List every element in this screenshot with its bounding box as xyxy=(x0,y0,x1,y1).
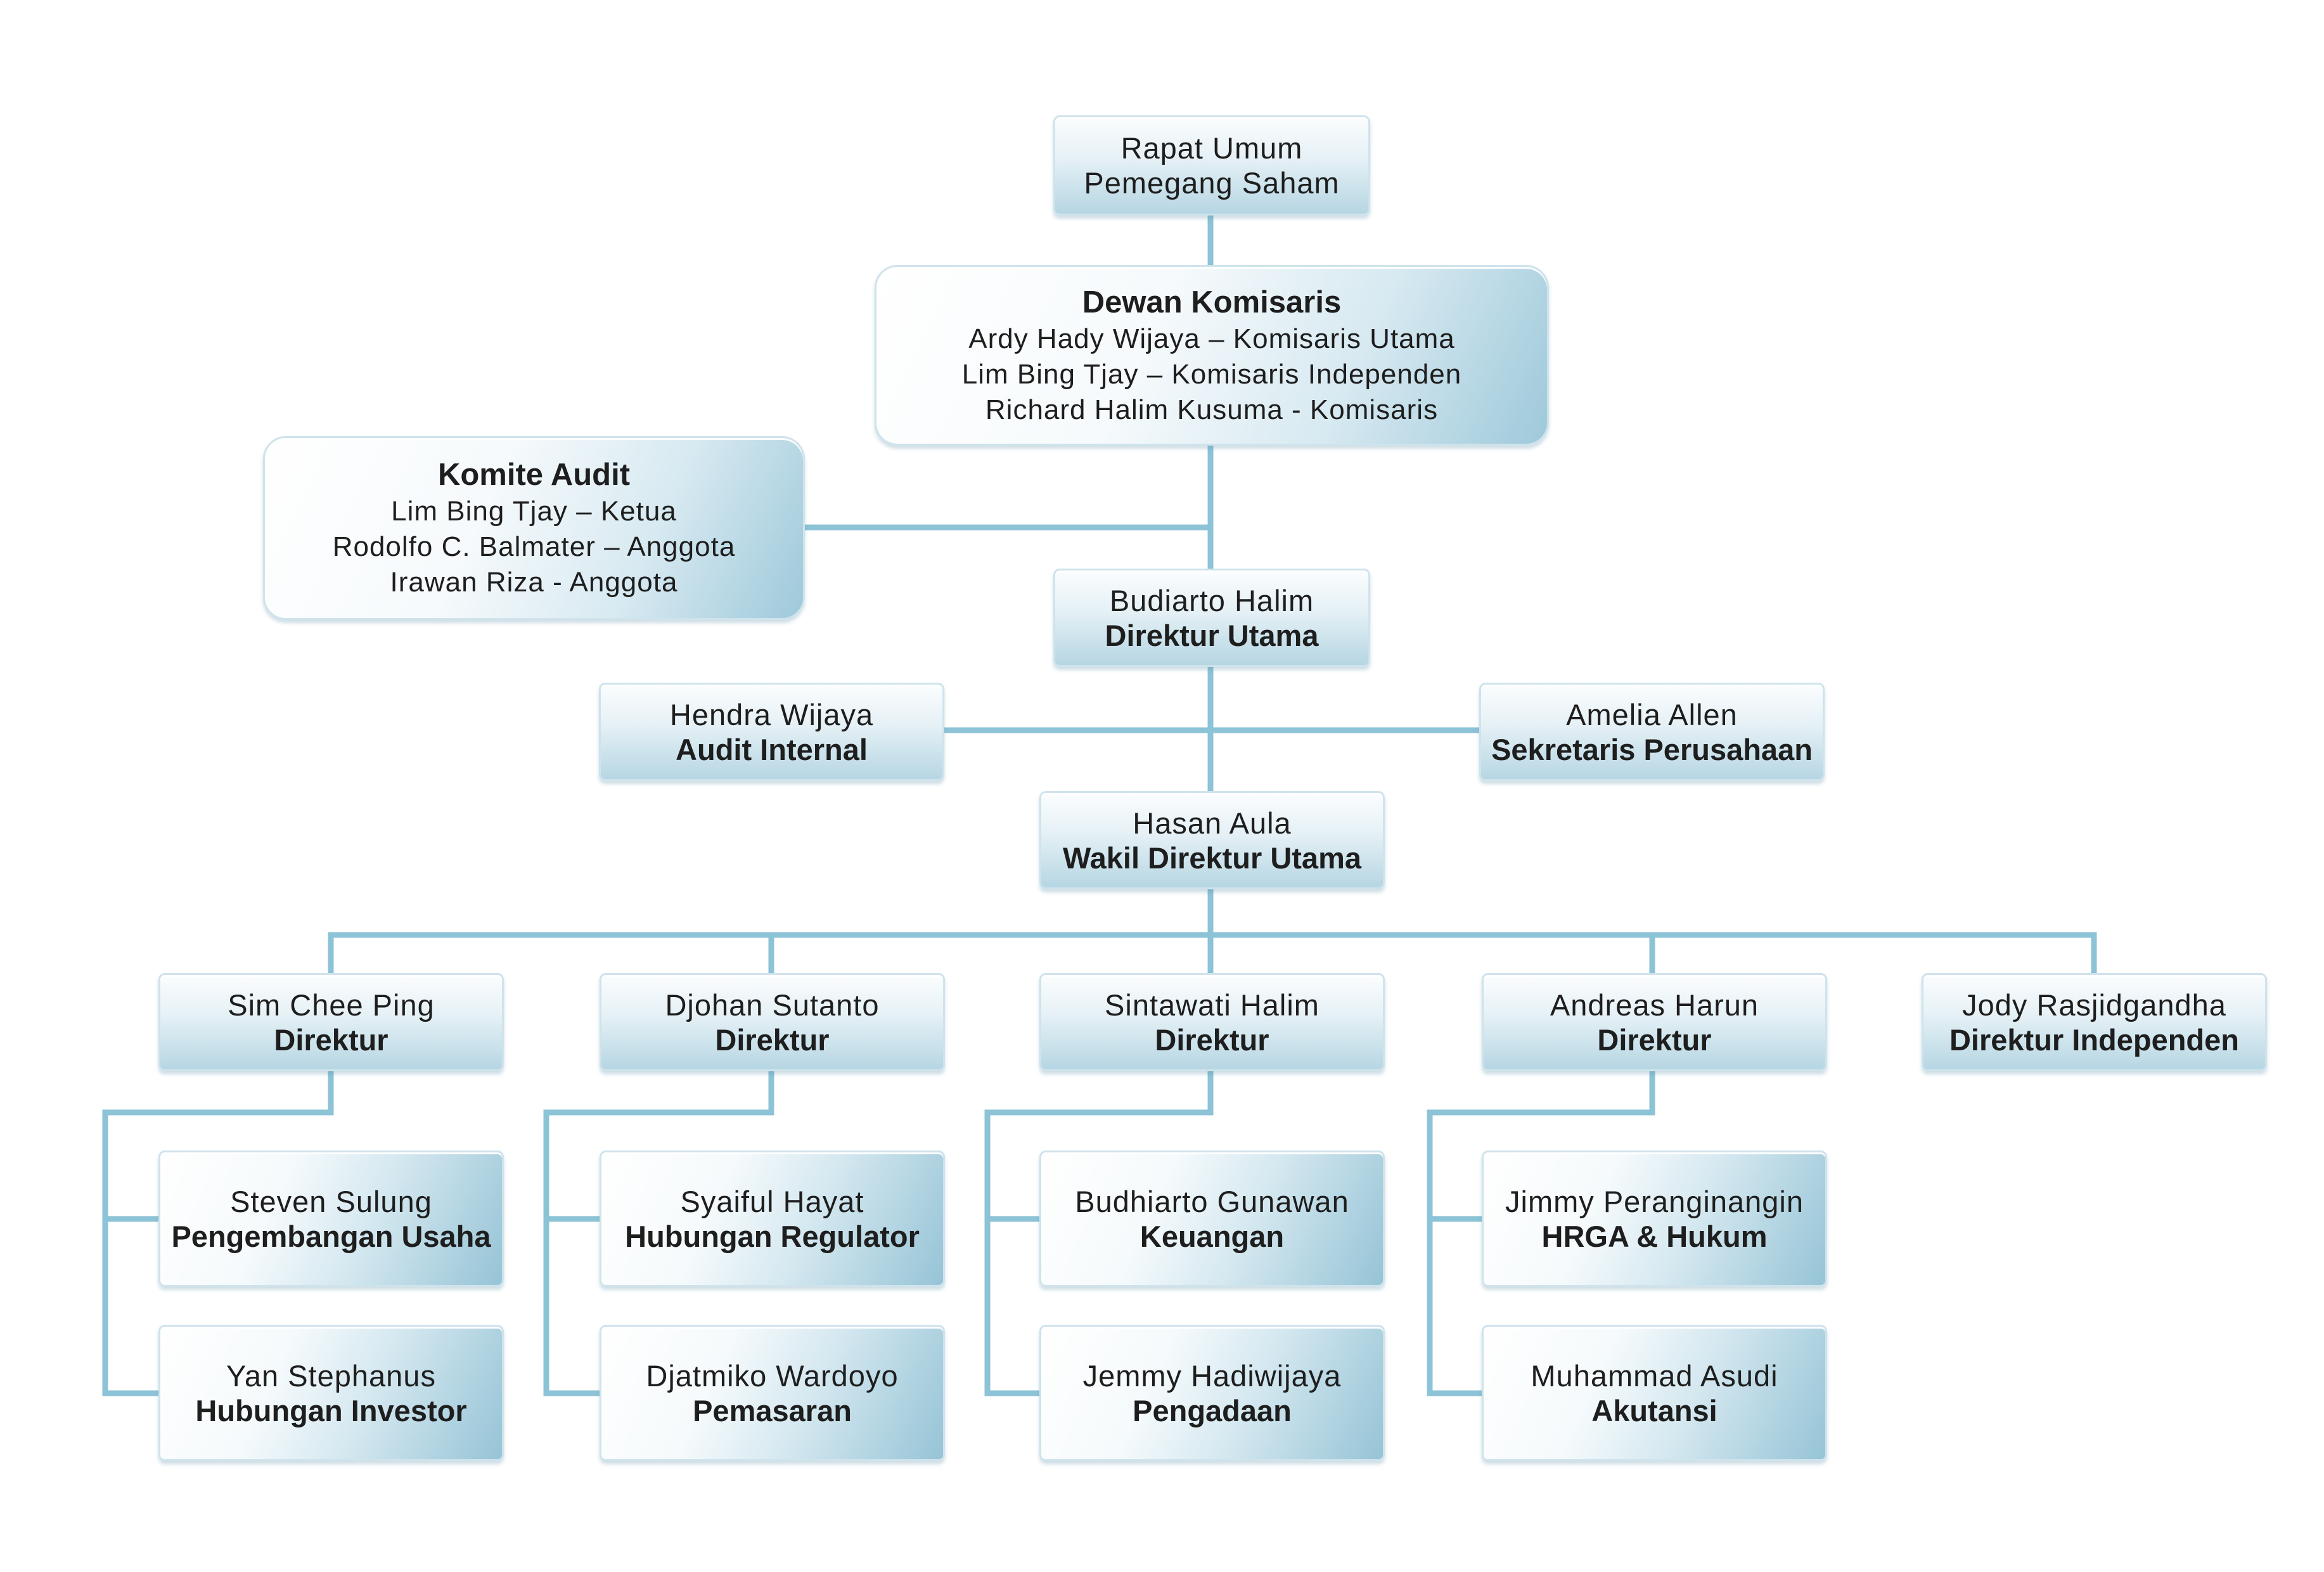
wakil-direktur-role: Wakil Direktur Utama xyxy=(1062,841,1361,875)
department-role: Pengembangan Usaha xyxy=(171,1219,491,1253)
komite-audit-title: Komite Audit xyxy=(437,458,631,492)
department-role: Hubungan Regulator xyxy=(625,1219,920,1253)
direktur-role: Direktur Independen xyxy=(1949,1022,2239,1057)
department-name: Steven Sulung xyxy=(230,1184,432,1218)
komite-audit-member: Irawan Riza - Anggota xyxy=(390,567,678,598)
department-box: Muhammad Asudi Akutansi xyxy=(1482,1325,1827,1461)
direktur-name: Jody Rasjidgandha xyxy=(1962,988,2226,1022)
department-name: Yan Stephanus xyxy=(226,1358,436,1393)
wakil-direktur-box: Hasan Aula Wakil Direktur Utama xyxy=(1039,791,1385,889)
direktur-name: Sintawati Halim xyxy=(1105,988,1319,1022)
department-box: Djatmiko Wardoyo Pemasaran xyxy=(600,1325,945,1461)
direktur-name: Sim Chee Ping xyxy=(228,988,435,1022)
dept-connector-3 xyxy=(984,1068,1214,1396)
sekretaris-name: Amelia Allen xyxy=(1566,697,1738,731)
direktur-utama-role: Direktur Utama xyxy=(1105,618,1319,652)
direktur-box-4: Andreas Harun Direktur xyxy=(1482,973,1827,1071)
direktur-box-1: Sim Chee Ping Direktur xyxy=(158,973,504,1071)
department-box: Jimmy Peranginangin HRGA & Hukum xyxy=(1482,1150,1827,1287)
department-role: HRGA & Hukum xyxy=(1541,1219,1768,1253)
direktur-independen-box: Jody Rasjidgandha Direktur Independen xyxy=(1922,973,2267,1071)
department-box: Syaiful Hayat Hubungan Regulator xyxy=(600,1150,945,1287)
dewan-komisaris-member: Richard Halim Kusuma - Komisaris xyxy=(985,394,1439,425)
department-box: Budhiarto Gunawan Keuangan xyxy=(1039,1150,1385,1287)
dewan-komisaris-member: Ardy Hady Wijaya – Komisaris Utama xyxy=(968,323,1455,354)
sekretaris-role: Sekretaris Perusahaan xyxy=(1491,732,1813,766)
dewan-komisaris-member: Lim Bing Tjay – Komisaris Independen xyxy=(961,358,1462,390)
direktur-role: Direktur xyxy=(1597,1022,1712,1057)
department-box: Jemmy Hadiwijaya Pengadaan xyxy=(1039,1325,1385,1461)
direktur-name: Andreas Harun xyxy=(1550,988,1759,1022)
department-name: Jemmy Hadiwijaya xyxy=(1082,1358,1342,1393)
direktur-role: Direktur xyxy=(715,1022,830,1057)
komite-audit-member: Lim Bing Tjay – Ketua xyxy=(391,496,677,527)
department-box: Steven Sulung Pengembangan Usaha xyxy=(158,1150,504,1287)
audit-internal-box: Hendra Wijaya Audit Internal xyxy=(599,683,944,781)
dewan-komisaris-box: Dewan Komisaris Ardy Hady Wijaya – Komis… xyxy=(875,265,1549,446)
direktur-role: Direktur xyxy=(1155,1022,1269,1057)
audit-internal-name: Hendra Wijaya xyxy=(669,697,874,731)
direktur-box-2: Djohan Sutanto Direktur xyxy=(600,973,945,1071)
department-role: Hubungan Investor xyxy=(195,1393,467,1427)
direktur-utama-box: Budiarto Halim Direktur Utama xyxy=(1053,569,1370,667)
department-name: Budhiarto Gunawan xyxy=(1075,1184,1349,1218)
department-name: Djatmiko Wardoyo xyxy=(646,1358,899,1393)
department-name: Syaiful Hayat xyxy=(680,1184,864,1218)
rups-line2: Pemegang Saham xyxy=(1084,166,1340,200)
dewan-komisaris-title: Dewan Komisaris xyxy=(1082,285,1342,319)
direktur-box-3: Sintawati Halim Direktur xyxy=(1039,973,1385,1071)
dept-connector-2 xyxy=(543,1068,774,1396)
department-role: Pengadaan xyxy=(1133,1393,1292,1427)
direktur-utama-name: Budiarto Halim xyxy=(1109,583,1314,617)
department-box: Yan Stephanus Hubungan Investor xyxy=(158,1325,504,1461)
department-name: Jimmy Peranginangin xyxy=(1505,1184,1804,1218)
komite-audit-box: Komite Audit Lim Bing Tjay – Ketua Rodol… xyxy=(263,436,805,620)
direktur-role: Direktur xyxy=(274,1022,388,1057)
audit-internal-role: Audit Internal xyxy=(676,732,868,766)
rups-line1: Rapat Umum xyxy=(1120,131,1303,165)
komite-audit-member: Rodolfo C. Balmater – Anggota xyxy=(332,531,736,562)
dept-connector-4 xyxy=(1427,1068,1655,1396)
direktur-name: Djohan Sutanto xyxy=(665,988,880,1022)
dept-connector-1 xyxy=(102,1068,334,1396)
department-role: Akutansi xyxy=(1591,1393,1717,1427)
sekretaris-box: Amelia Allen Sekretaris Perusahaan xyxy=(1479,683,1825,781)
department-name: Muhammad Asudi xyxy=(1531,1358,1778,1393)
wakil-direktur-name: Hasan Aula xyxy=(1133,806,1292,840)
department-role: Pemasaran xyxy=(693,1393,852,1427)
rups-box: Rapat Umum Pemegang Saham xyxy=(1053,115,1370,216)
department-role: Keuangan xyxy=(1140,1219,1285,1253)
